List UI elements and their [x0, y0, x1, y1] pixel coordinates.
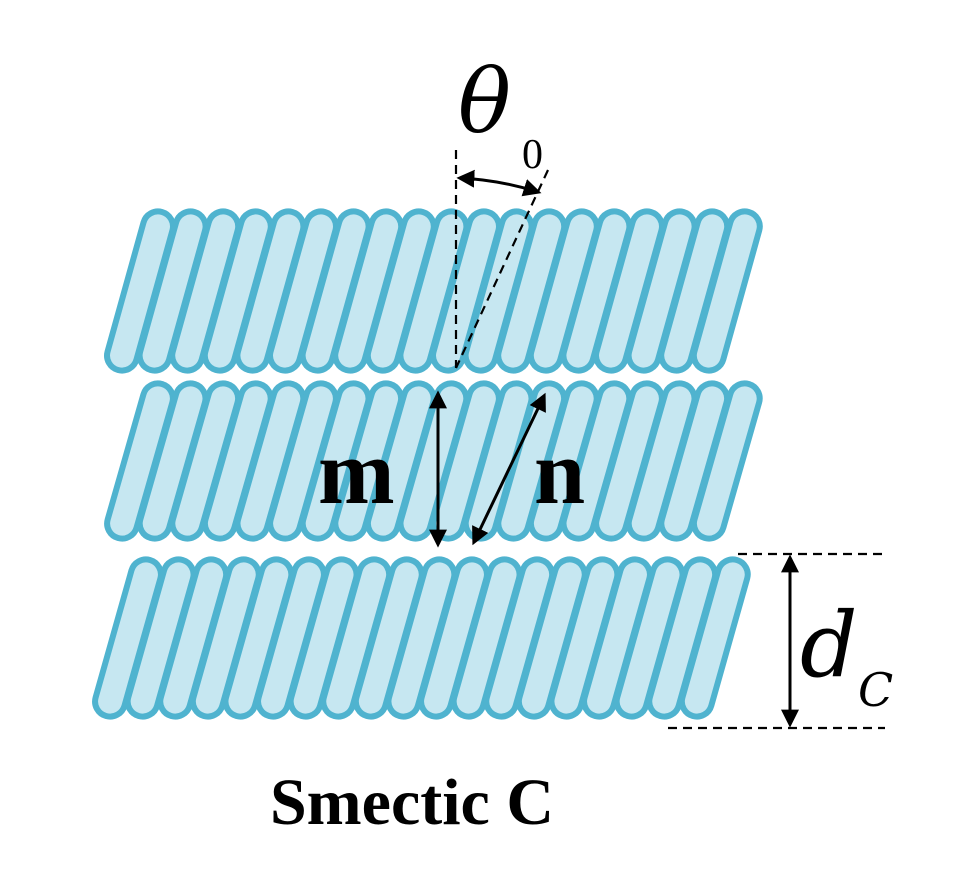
m-label: m — [318, 421, 395, 523]
n-label: n — [534, 421, 585, 523]
layer-top — [104, 208, 763, 374]
spacing-subscript: C — [858, 663, 893, 717]
tilt-angle-indicator: θ 0 — [454, 50, 549, 369]
vector-m: m — [318, 390, 447, 548]
theta-symbol: θ — [458, 50, 511, 153]
molecule-rod — [690, 208, 763, 374]
layer-middle — [104, 380, 763, 542]
n-arrow — [472, 392, 546, 546]
molecule-rod — [690, 380, 763, 542]
layer-spacing: d C — [668, 552, 893, 730]
director-guide — [455, 169, 549, 369]
vector-n: n — [472, 392, 585, 546]
diagram-caption: Smectic C — [270, 766, 554, 839]
molecule-rod — [678, 556, 751, 720]
theta-subscript: 0 — [522, 132, 543, 178]
layer-bottom — [92, 556, 751, 720]
spacing-d-label: d — [800, 593, 858, 698]
tilt-angle-arrow — [456, 169, 542, 197]
